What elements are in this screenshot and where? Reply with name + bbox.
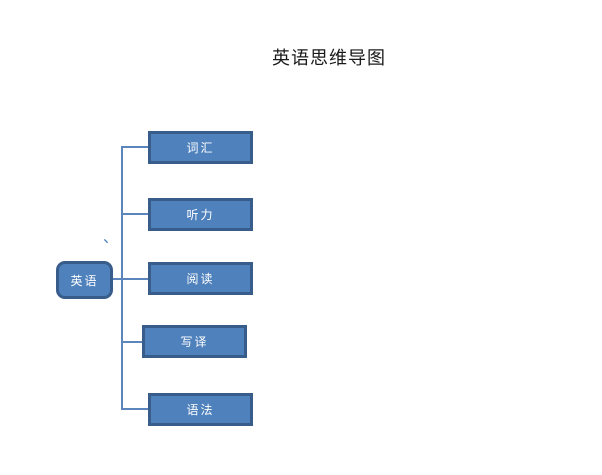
connector-branch-line-grammar <box>123 408 148 410</box>
diagram-title: 英语思维导图 <box>272 48 386 68</box>
child-node-writing-translation[interactable]: 写译 <box>142 325 247 358</box>
child-node-vocabulary[interactable]: 词汇 <box>148 131 253 164</box>
connector-branch-line-writing <box>123 341 142 343</box>
child-node-listening[interactable]: 听力 <box>148 198 253 231</box>
root-node-english[interactable]: 英语 <box>56 261 113 299</box>
stray-comma-mark: 、 <box>103 230 119 246</box>
connector-branch-line-listening <box>123 213 148 215</box>
child-node-grammar[interactable]: 语法 <box>148 393 253 426</box>
child-node-reading[interactable]: 阅读 <box>148 262 253 295</box>
connector-root-line <box>112 278 148 280</box>
connector-branch-line-vocabulary <box>123 146 148 148</box>
